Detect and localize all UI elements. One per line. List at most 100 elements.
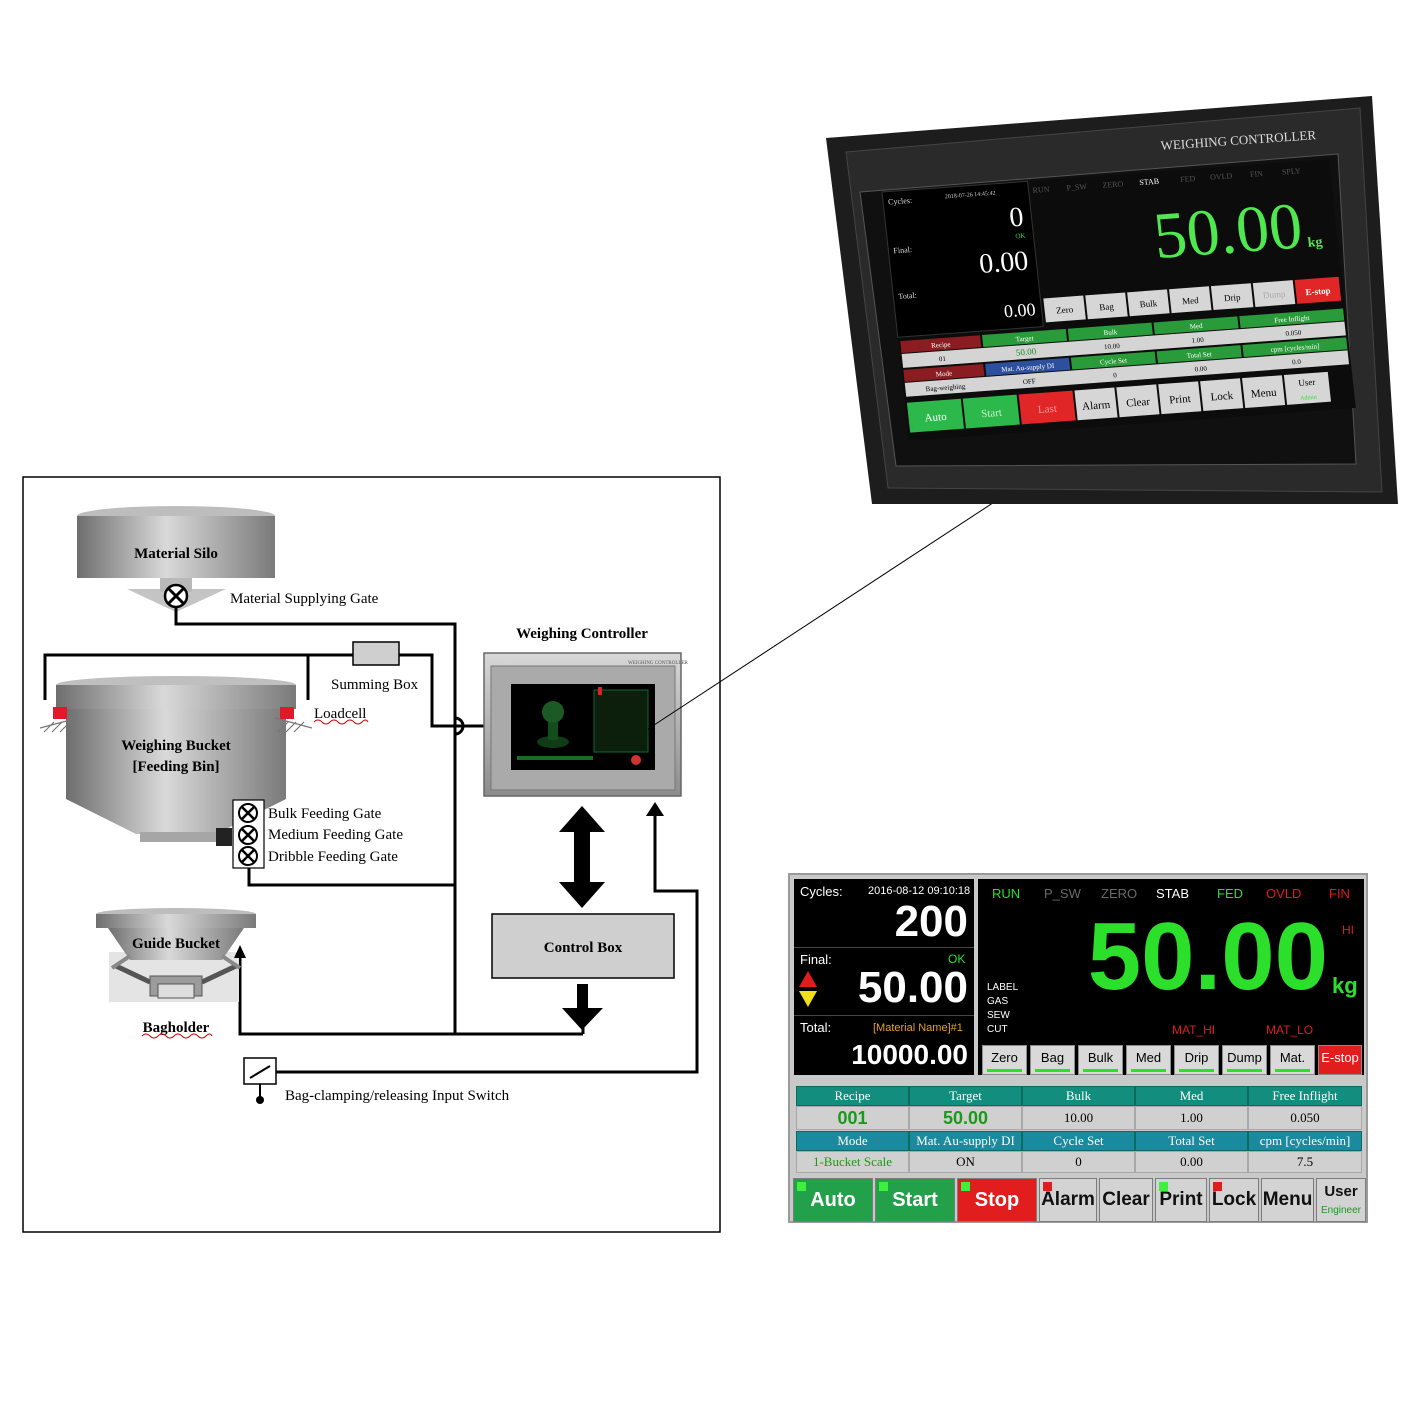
device-target-value: 50.00 [1015, 346, 1037, 357]
final-value: 50.00 [857, 963, 968, 1012]
device-cycles: 0 [1008, 202, 1025, 234]
diagram-frame [22, 476, 721, 1233]
weight-unit: kg [1332, 973, 1358, 998]
medium-feeding-gate-label: Medium Feeding Gate [268, 827, 403, 843]
zero-button[interactable]: Zero [982, 1045, 1027, 1075]
status-fin: FIN [1329, 886, 1350, 901]
device-menu-button[interactable]: Menu [1250, 387, 1277, 401]
device-weight: 50.00 [1150, 190, 1306, 273]
dump-button[interactable]: Dump [1222, 1045, 1267, 1075]
device-clear-button[interactable]: Clear [1126, 396, 1151, 410]
alarm-button[interactable]: Alarm [1039, 1178, 1097, 1222]
user-level: Engineer [1320, 1205, 1362, 1216]
bulk-value[interactable]: 10.00 [1022, 1106, 1135, 1130]
cycle-set-value[interactable]: 0 [1022, 1151, 1135, 1173]
device-recipe-value: 01 [938, 355, 946, 364]
drip-button[interactable]: Drip [1174, 1045, 1219, 1075]
estop-button[interactable]: E-stop [1318, 1045, 1362, 1075]
med-button[interactable]: Med [1126, 1045, 1171, 1075]
device-status-ovld: OVLD [1210, 171, 1233, 182]
material-silo-label: Material Silo [134, 546, 218, 562]
device-bulk-value: 10.00 [1104, 342, 1121, 351]
device-cycle-set-header: Cycle Set [1100, 357, 1128, 367]
device-user-level: Admin [1300, 395, 1317, 402]
clear-button[interactable]: Clear [1099, 1178, 1153, 1222]
recipe-value[interactable]: 001 [796, 1106, 909, 1130]
user-button[interactable]: User Engineer [1316, 1178, 1366, 1222]
guide-bucket-label: Guide Bucket [132, 936, 220, 952]
mat-button[interactable]: Mat. [1270, 1045, 1315, 1075]
cpm-value[interactable]: 7.5 [1248, 1151, 1362, 1173]
svg-text:WEIGHING CONTROLLER: WEIGHING CONTROLLER [628, 661, 689, 666]
target-value[interactable]: 50.00 [909, 1106, 1022, 1130]
weighing-bucket-label-1: Weighing Bucket [121, 738, 231, 754]
mat-supply-header: Mat. Au-supply DI [909, 1131, 1022, 1151]
bag-button[interactable]: Bag [1030, 1045, 1075, 1075]
device-total-set-header: Total Set [1186, 350, 1212, 360]
status-zero: ZERO [1101, 886, 1138, 901]
guide-bucket-shape [96, 908, 256, 1002]
device-final-label: Final: [893, 245, 913, 255]
bagholder-label: Bagholder [143, 1020, 210, 1036]
mat-hi-indicator: MAT_HI [1172, 1023, 1216, 1037]
device-med-header: Med [1189, 322, 1203, 331]
up-down-arrow-icon [799, 971, 817, 1007]
device-last-button[interactable]: Last [1037, 403, 1057, 416]
device-mat-header: Mat. Au-supply DI [1001, 362, 1055, 374]
device-estop-button[interactable]: E-stop [1305, 285, 1331, 297]
device-bulk-button[interactable]: Bulk [1139, 298, 1158, 309]
device-lock-button[interactable]: Lock [1210, 390, 1234, 404]
final-label: Final: [800, 952, 832, 967]
loadcell-label: Loadcell [314, 706, 366, 722]
device-cpm-value: 0.0 [1292, 358, 1302, 367]
mode-header: Mode [796, 1131, 909, 1151]
device-med-value: 1.00 [1191, 336, 1205, 345]
bidirectional-arrow [559, 806, 605, 908]
device-datetime: 2018-07-26 14:45:42 [945, 191, 996, 201]
mat-supply-value[interactable]: ON [909, 1151, 1022, 1173]
print-button[interactable]: Print [1155, 1178, 1207, 1222]
status-psw: P_SW [1044, 886, 1081, 901]
device-print-button[interactable]: Print [1169, 393, 1192, 407]
stop-button[interactable]: Stop [957, 1178, 1037, 1222]
side-label-gas: GAS [987, 996, 1009, 1007]
auto-button[interactable]: Auto [793, 1178, 873, 1222]
device-alarm-button[interactable]: Alarm [1082, 399, 1112, 413]
med-value[interactable]: 1.00 [1135, 1106, 1248, 1130]
lock-button[interactable]: Lock [1209, 1178, 1259, 1222]
supply-gate-valve-icon [163, 583, 189, 609]
device-user-button[interactable]: User [1298, 377, 1316, 388]
device-bulk-header: Bulk [1103, 328, 1118, 337]
device-auto-button[interactable]: Auto [924, 411, 948, 425]
device-dump-button[interactable]: Dump [1262, 289, 1286, 301]
bulk-header: Bulk [1022, 1086, 1135, 1106]
material-name: [Material Name]#1 [873, 1022, 963, 1034]
cpm-header: cpm [cycles/min] [1248, 1131, 1362, 1151]
device-cycle-set-value: 0 [1113, 371, 1118, 379]
wiring [43, 608, 699, 1074]
device-mode-header: Mode [935, 369, 952, 378]
device-final: 0.00 [978, 246, 1030, 280]
device-drip-button[interactable]: Drip [1223, 292, 1241, 303]
cycle-set-header: Cycle Set [1022, 1131, 1135, 1151]
counter-panel [794, 879, 974, 1075]
device-bag-button[interactable]: Bag [1099, 301, 1115, 312]
device-med-button[interactable]: Med [1182, 295, 1200, 306]
cycles-label: Cycles: [800, 884, 843, 899]
menu-button[interactable]: Menu [1261, 1178, 1314, 1222]
device-mode-value: Bag-weighing [925, 382, 966, 393]
ok-indicator: OK [948, 952, 966, 966]
device-zero-button[interactable]: Zero [1056, 304, 1075, 315]
mode-value[interactable]: 1-Bucket Scale [796, 1151, 909, 1173]
loadcell-icon [39, 707, 313, 733]
mat-lo-indicator: MAT_LO [1266, 1023, 1314, 1037]
device-ok: OK [1015, 232, 1026, 241]
total-set-value[interactable]: 0.00 [1135, 1151, 1248, 1173]
start-button[interactable]: Start [875, 1178, 955, 1222]
device-start-button[interactable]: Start [981, 407, 1003, 420]
free-inflight-value[interactable]: 0.050 [1248, 1106, 1362, 1130]
bulk-button[interactable]: Bulk [1078, 1045, 1123, 1075]
device-total-label: Total: [898, 291, 917, 301]
total-value: 10000.00 [851, 1039, 968, 1070]
